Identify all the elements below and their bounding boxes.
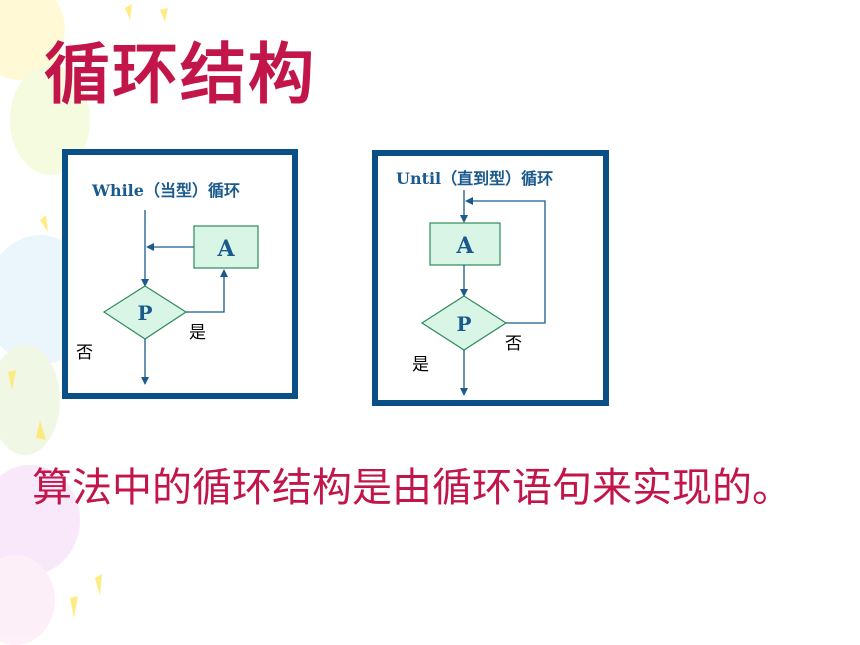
until-process-label: A	[455, 233, 474, 259]
summary-caption: 算法中的循环结构是由循环语句来实现的。	[32, 465, 792, 511]
while-process-box	[193, 225, 259, 269]
while-yes-arrow	[186, 269, 228, 313]
confetti-shape	[125, 4, 132, 20]
until-loop-frame	[372, 150, 609, 406]
until-yes-label: 是	[412, 355, 429, 375]
balloon-shape	[0, 0, 65, 80]
while-decision-label: P	[137, 301, 152, 325]
balloon-shape	[0, 465, 80, 575]
balloon-shape	[10, 65, 90, 175]
page-title: 循环结构	[44, 36, 316, 113]
confetti-shape	[36, 420, 46, 440]
while-loop-frame	[62, 149, 298, 399]
confetti-shape	[95, 574, 102, 596]
while-no-label: 否	[76, 343, 93, 363]
while-heading: While（当型）循环	[91, 181, 240, 200]
until-process-box	[429, 222, 501, 266]
until-decision-label: P	[456, 312, 471, 336]
until-loop-back-arrow	[465, 197, 546, 324]
until-no-label: 否	[505, 334, 522, 354]
confetti-shape	[8, 370, 16, 390]
while-process-label: A	[216, 236, 235, 262]
confetti-shape	[160, 8, 168, 22]
confetti-shape	[40, 215, 48, 232]
while-flowchart: While（当型）循环 A P 是 否	[76, 181, 259, 385]
while-yes-label: 是	[189, 323, 206, 343]
until-heading: Until（直到型）循环	[396, 169, 553, 188]
balloon-shape	[0, 555, 55, 645]
confetti-shape	[70, 596, 78, 618]
until-flowchart: Until（直到型）循环 A P 否 是	[396, 169, 553, 396]
